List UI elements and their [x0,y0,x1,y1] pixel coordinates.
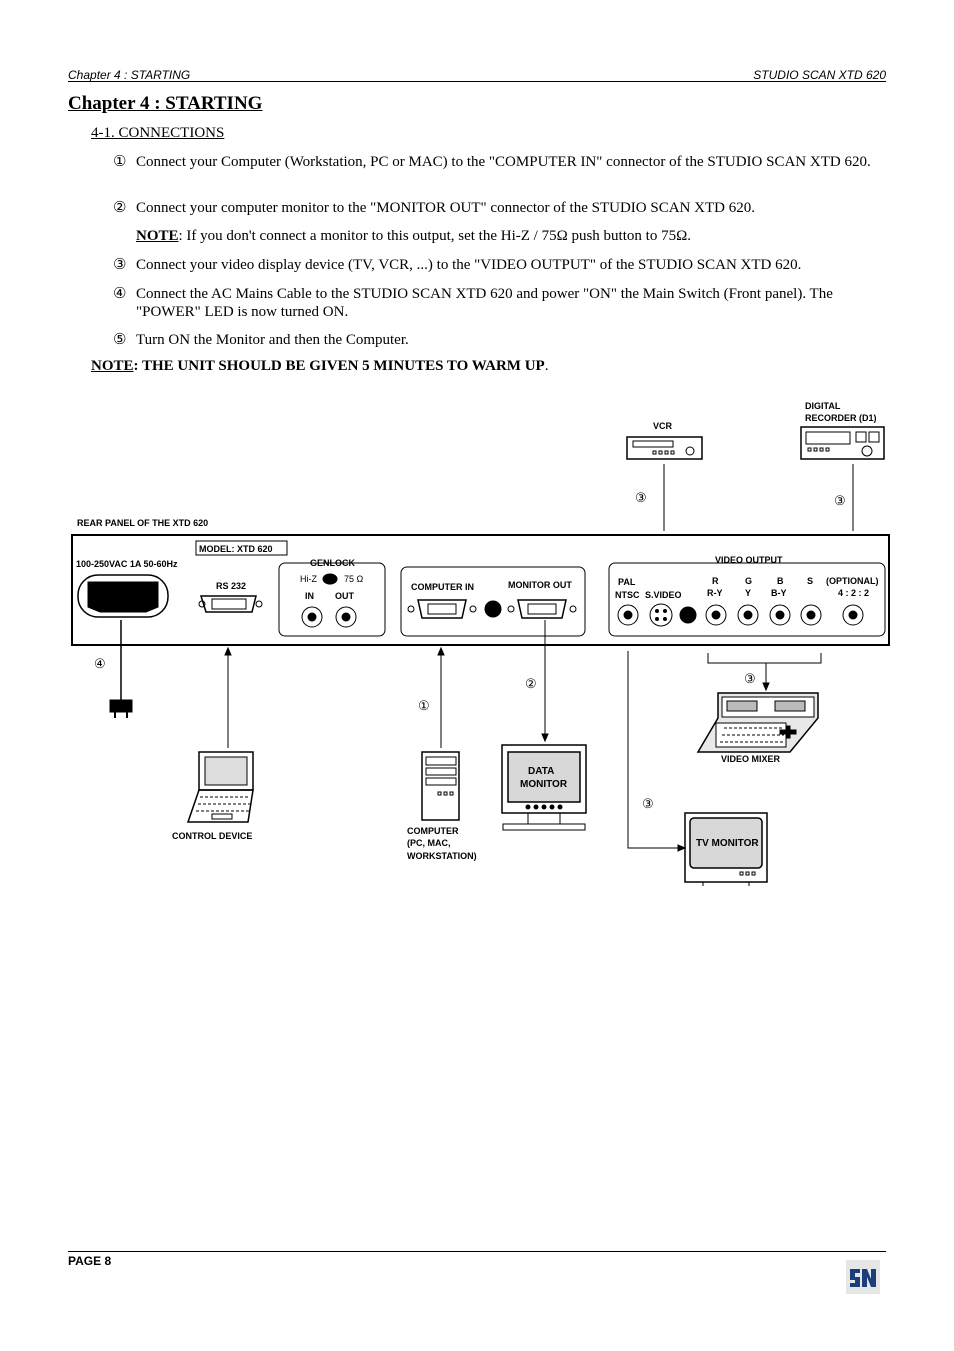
footer-rule [68,1251,886,1252]
vcr-label: VCR [653,421,673,431]
warmup-label: NOTE [91,358,134,374]
by-label: B-Y [771,588,787,598]
model-label: MODEL: XTD 620 [199,544,273,554]
callout-2: ② [525,676,537,691]
computer-tower-device [421,751,460,821]
power-label: 100-250VAC 1A 50-60Hz [76,559,178,569]
computer-in-label: COMPUTER IN [411,582,474,592]
laptop-device [186,751,254,823]
step-number: ① [113,154,127,170]
note-text: : If you don't connect a monitor to this… [178,228,691,244]
ry-label: R-Y [707,588,723,598]
recorder-label-line1: DIGITAL [805,401,841,411]
rear-panel-label: REAR PANEL OF THE XTD 620 [77,518,208,528]
note-label: NOTE [136,228,179,244]
step-number: ⑤ [113,332,127,348]
computer-label-line1: COMPUTER [407,826,459,836]
callout-3-mixer: ③ [744,671,756,686]
video-mixer-device [696,692,819,753]
section-heading: 4-1. CONNECTIONS [91,125,225,141]
power-socket [77,574,169,618]
vcr-device [626,436,703,460]
step-text: Connect your computer monitor to the "MO… [136,200,755,216]
ohm-label: 75 Ω [344,574,364,584]
computer-label-line2: (PC, MAC, [407,838,451,848]
callout-3-tv: ③ [642,796,654,811]
callout-1: ① [418,698,430,713]
pal-label: PAL [618,577,636,587]
video-output-label: VIDEO OUTPUT [715,555,783,565]
b-label: B [777,576,784,586]
r-label: R [712,576,719,586]
g-label: G [745,576,752,586]
step-text: Connect your video display device (TV, V… [136,257,802,273]
header-rule [68,81,886,82]
rs232-label: RS 232 [216,581,246,591]
step-text: Turn ON the Monitor and then the Compute… [136,332,409,348]
data-monitor-device [501,744,587,831]
computer-label-line3: WORKSTATION) [407,851,477,861]
optional-label: (OPTIONAL) [826,576,879,586]
422-label: 4 : 2 : 2 [838,588,869,598]
data-monitor-label-line1: DATA [528,766,554,777]
digital-recorder-device [800,426,885,460]
header-chapter: Chapter 4 : STARTING [68,68,191,82]
data-monitor-label-line2: MONITOR [520,779,568,790]
step-number: ④ [113,286,127,302]
recorder-label-line2: RECORDER (D1) [805,413,877,423]
genlock-out-label: OUT [335,591,355,601]
tv-monitor-device [684,812,768,886]
genlock-in-label: IN [305,591,314,601]
warmup-period: . [544,358,549,374]
genlock-label: GENLOCK [310,558,356,568]
computer-monitor-group [400,566,586,637]
step-number: ② [113,200,127,216]
monitor-out-label: MONITOR OUT [508,580,572,590]
video-output-group [608,562,886,637]
callout-4: ④ [94,656,106,671]
tv-monitor-label: TV MONITOR [696,838,759,849]
hiz-label: Hi-Z [300,574,317,584]
video-mixer-label: VIDEO MIXER [721,754,781,764]
step-number: ③ [113,257,127,273]
company-logo [846,1260,880,1294]
ntsc-label: NTSC [615,590,640,600]
control-device-label: CONTROL DEVICE [172,831,252,841]
callout-3-vcr: ③ [635,490,647,505]
rear-panel [71,534,890,646]
step-text: Connect your Computer (Workstation, PC o… [136,154,871,170]
callout-3-recorder: ③ [834,493,846,508]
y-label: Y [745,588,751,598]
rs232-port [198,595,263,613]
warmup-note: NOTE: THE UNIT SHOULD BE GIVEN 5 MINUTES… [91,358,548,375]
step-text: Connect the AC Mains Cable to the STUDIO… [136,286,833,320]
s-label: S [807,576,813,586]
header-product: STUDIO SCAN XTD 620 [753,68,886,82]
genlock-group [278,562,386,637]
warmup-text: : THE UNIT SHOULD BE GIVEN 5 MINUTES TO … [133,358,545,374]
monitor-note: NOTE: If you don't connect a monitor to … [136,228,691,245]
page-title: Chapter 4 : STARTING [68,93,263,114]
page-number: PAGE 8 [68,1254,112,1268]
svideo-label: S.VIDEO [645,590,682,600]
